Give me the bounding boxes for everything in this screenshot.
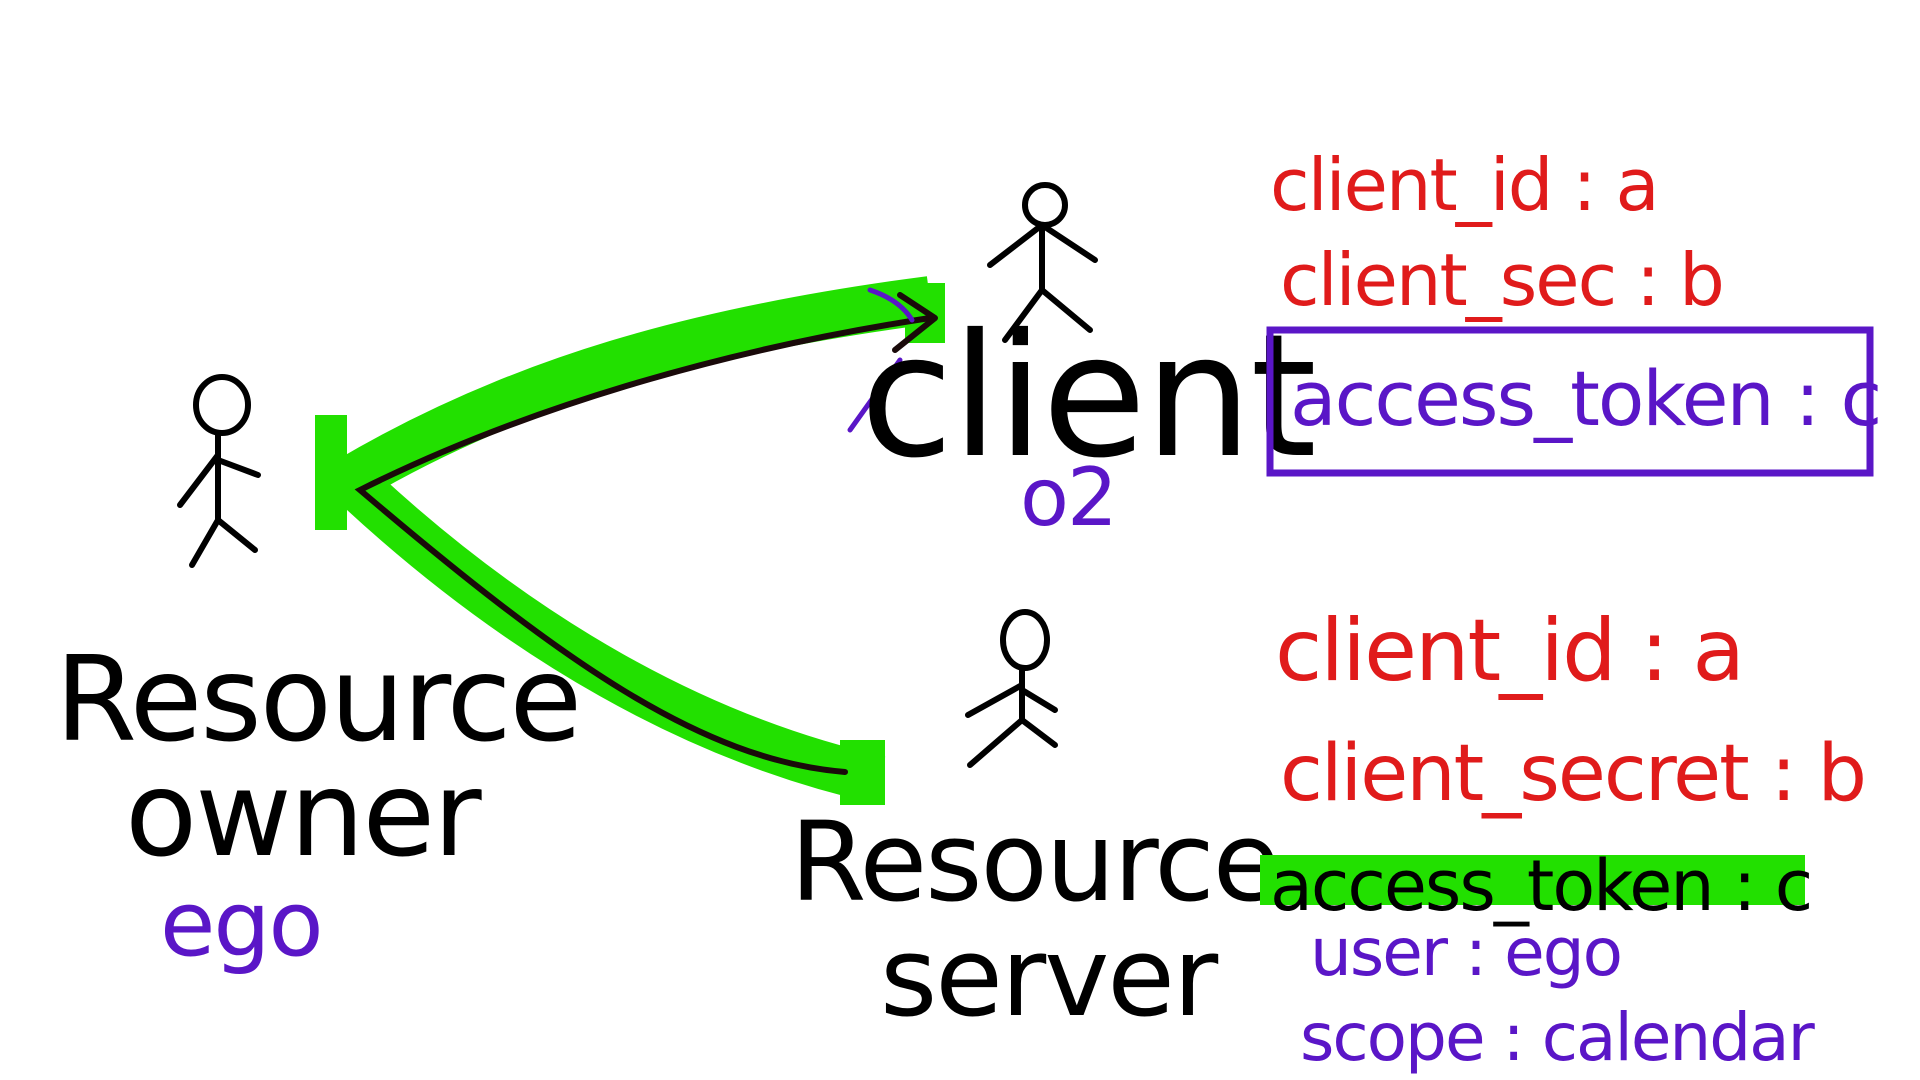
client-name: o2 — [1020, 451, 1116, 544]
purple-tick-mark — [847, 287, 915, 433]
resource-owner-figure — [177, 374, 261, 568]
resource-server-credential-client-id: client_id : a — [1275, 601, 1743, 701]
client-figure — [987, 182, 1098, 343]
resource-owner-label-line1: Resource — [55, 630, 580, 768]
resource-server-label-line1: Resource — [790, 798, 1278, 926]
client-credential-access-token: access_token : c — [1290, 354, 1880, 443]
resource-server-credential-access-token: access_token : c — [1270, 845, 1811, 927]
resource-server-credential-scope: scope : calendar — [1300, 999, 1816, 1076]
resource-server-label-line2: server — [880, 913, 1219, 1041]
resource-owner-label-line2: owner — [125, 745, 482, 883]
resource-server-credential-client-secret: client_secret : b — [1280, 729, 1865, 819]
resource-server-credential-user: user : ego — [1310, 914, 1621, 991]
client-credential-client-sec: client_sec : b — [1280, 238, 1723, 322]
client-credential-client-id: client_id : a — [1270, 143, 1658, 227]
resource-owner-name: ego — [160, 872, 322, 977]
resource-server-figure — [965, 609, 1058, 768]
arrow-line — [354, 292, 938, 775]
access-token-highlight — [1260, 855, 1805, 905]
client-label: client — [860, 298, 1315, 496]
access-token-box — [1266, 326, 1874, 477]
